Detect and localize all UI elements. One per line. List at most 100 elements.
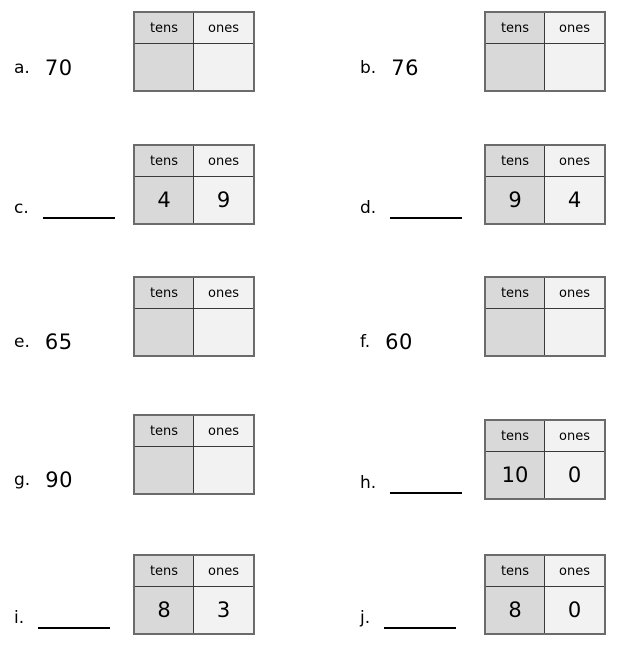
table-header-row: tens ones: [486, 421, 604, 452]
place-value-table-d: tens ones 9 4: [484, 144, 606, 225]
table-header-row: tens ones: [486, 556, 604, 587]
cell-tens-j[interactable]: 8: [486, 587, 545, 633]
problem-prompt-i: i.: [14, 608, 111, 629]
answer-blank-c[interactable]: [42, 216, 115, 219]
cell-tens-a[interactable]: [135, 44, 194, 90]
cell-ones-f[interactable]: [545, 309, 604, 355]
problem-row: g. 90 tens ones h. tens: [0, 407, 622, 527]
cell-ones-c[interactable]: 9: [194, 177, 253, 223]
header-tens: tens: [135, 146, 194, 177]
header-ones: ones: [194, 556, 253, 587]
header-ones: ones: [194, 13, 253, 44]
problem-prompt-f: f. 60: [360, 332, 413, 353]
cell-tens-e[interactable]: [135, 309, 194, 355]
place-value-table-a: tens ones: [133, 11, 255, 92]
answer-blank-j[interactable]: [384, 626, 457, 629]
cell-ones-d[interactable]: 4: [545, 177, 604, 223]
problem-value-g: 90: [45, 468, 73, 492]
header-tens: tens: [486, 146, 545, 177]
table-header-row: tens ones: [135, 556, 253, 587]
problem-prompt-a: a. 70: [14, 58, 73, 79]
problem-letter-f: f.: [360, 332, 371, 352]
cell-tens-c[interactable]: 4: [135, 177, 194, 223]
problem-a: a. 70 tens ones: [0, 0, 311, 120]
header-tens: tens: [135, 556, 194, 587]
table-answer-row: 9 4: [486, 177, 604, 223]
problem-value-e: 65: [44, 330, 73, 354]
place-value-table-h: tens ones 10 0: [484, 419, 606, 500]
header-ones: ones: [194, 278, 253, 309]
cell-tens-h[interactable]: 10: [486, 452, 545, 498]
problem-letter-g: g.: [14, 470, 31, 490]
table-header-row: tens ones: [486, 278, 604, 309]
table-header-row: tens ones: [135, 416, 253, 447]
problem-c: c. tens ones 4 9: [0, 137, 311, 257]
cell-ones-e[interactable]: [194, 309, 253, 355]
answer-blank-h[interactable]: [390, 491, 463, 494]
answer-blank-i[interactable]: [38, 626, 111, 629]
header-ones: ones: [194, 416, 253, 447]
cell-ones-i[interactable]: 3: [194, 587, 253, 633]
table-answer-row: 4 9: [135, 177, 253, 223]
problem-row: i. tens ones 8 3 j. tens: [0, 547, 622, 667]
header-tens: tens: [486, 278, 545, 309]
problem-h: h. tens ones 10 0: [311, 407, 622, 527]
cell-tens-d[interactable]: 9: [486, 177, 545, 223]
table-answer-row: [486, 44, 604, 90]
header-ones: ones: [194, 146, 253, 177]
table-header-row: tens ones: [486, 146, 604, 177]
problem-letter-a: a.: [14, 58, 30, 78]
cell-ones-b[interactable]: [545, 44, 604, 90]
header-tens: tens: [486, 13, 545, 44]
cell-tens-i[interactable]: 8: [135, 587, 194, 633]
header-tens: tens: [486, 421, 545, 452]
problem-row: a. 70 tens ones b. 76 tens: [0, 0, 622, 120]
table-header-row: tens ones: [135, 278, 253, 309]
problem-prompt-j: j.: [360, 608, 457, 629]
table-answer-row: 8 0: [486, 587, 604, 633]
header-tens: tens: [135, 278, 194, 309]
header-tens: tens: [135, 416, 194, 447]
cell-ones-g[interactable]: [194, 447, 253, 493]
problem-g: g. 90 tens ones: [0, 407, 311, 527]
problem-prompt-c: c.: [14, 200, 115, 219]
cell-ones-a[interactable]: [194, 44, 253, 90]
cell-tens-g[interactable]: [135, 447, 194, 493]
problem-d: d. tens ones 9 4: [311, 137, 622, 257]
problem-letter-j: j.: [360, 608, 371, 628]
place-value-table-b: tens ones: [484, 11, 606, 92]
problem-prompt-g: g. 90: [14, 470, 73, 491]
table-answer-row: 8 3: [135, 587, 253, 633]
problem-b: b. 76 tens ones: [311, 0, 622, 120]
header-ones: ones: [545, 421, 604, 452]
problem-prompt-h: h.: [360, 475, 463, 494]
problem-value-b: 76: [391, 56, 419, 80]
problem-f: f. 60 tens ones: [311, 272, 622, 392]
table-header-row: tens ones: [135, 13, 253, 44]
table-answer-row: 10 0: [486, 452, 604, 498]
table-header-row: tens ones: [135, 146, 253, 177]
table-answer-row: [135, 309, 253, 355]
cell-tens-f[interactable]: [486, 309, 545, 355]
header-tens: tens: [486, 556, 545, 587]
header-ones: ones: [545, 13, 604, 44]
problem-row: c. tens ones 4 9 d. tens: [0, 137, 622, 257]
header-ones: ones: [545, 556, 604, 587]
problem-j: j. tens ones 8 0: [311, 547, 622, 667]
cell-tens-b[interactable]: [486, 44, 545, 90]
table-answer-row: [135, 447, 253, 493]
cell-ones-h[interactable]: 0: [545, 452, 604, 498]
problem-letter-e: e.: [14, 332, 30, 352]
problem-i: i. tens ones 8 3: [0, 547, 311, 667]
problem-row: e. 65 tens ones f. 60 tens: [0, 272, 622, 392]
table-header-row: tens ones: [486, 13, 604, 44]
problem-letter-i: i.: [14, 608, 25, 628]
place-value-table-f: tens ones: [484, 276, 606, 357]
answer-blank-d[interactable]: [390, 216, 463, 219]
problem-e: e. 65 tens ones: [0, 272, 311, 392]
header-ones: ones: [545, 146, 604, 177]
cell-ones-j[interactable]: 0: [545, 587, 604, 633]
problem-prompt-e: e. 65: [14, 332, 73, 353]
header-tens: tens: [135, 13, 194, 44]
header-ones: ones: [545, 278, 604, 309]
